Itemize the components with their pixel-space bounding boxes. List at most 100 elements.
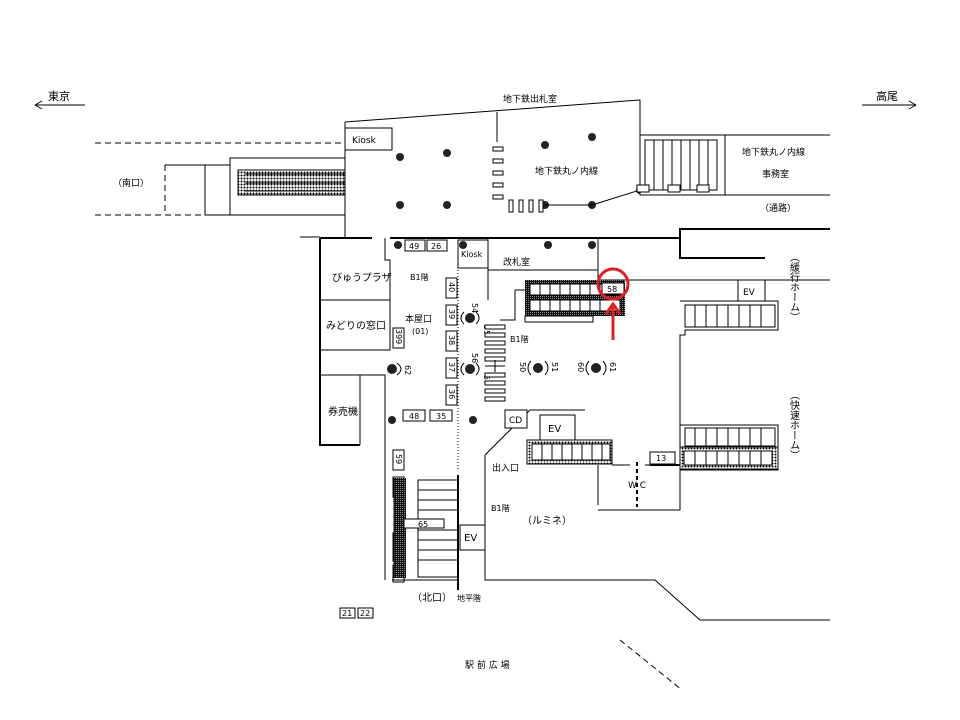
map-shape <box>484 396 506 402</box>
marunouchi-office: 地下鉄丸ノ内線 事務室 （通路） <box>636 134 830 214</box>
map-shape <box>484 372 506 378</box>
map-shape <box>484 348 506 354</box>
map-shape <box>459 524 486 551</box>
subway-gates <box>492 146 641 213</box>
map-label: 54 <box>470 303 479 313</box>
map-shape <box>445 384 458 406</box>
map-label: W C <box>628 481 646 491</box>
map-shape <box>484 380 506 386</box>
view-plaza-label: びゅうプラザ <box>332 272 392 284</box>
map-label: 51 <box>550 362 559 372</box>
map-label: 55 <box>482 325 491 335</box>
map-shape <box>426 239 448 252</box>
midori-label: みどりの窓口 <box>326 319 386 332</box>
map-shape <box>394 241 402 249</box>
map-shape <box>597 464 650 505</box>
map-label: B1階 <box>491 503 510 513</box>
ad-35: 35 <box>429 409 453 422</box>
map-shape <box>684 427 776 447</box>
map-label: 13 <box>656 454 666 463</box>
map-label: 62 <box>403 365 412 375</box>
map-shape <box>619 639 683 691</box>
ad-21: 21 <box>339 607 356 619</box>
map-shape <box>667 184 681 193</box>
pillars <box>396 133 644 209</box>
map-shape <box>484 340 506 346</box>
map-shape <box>588 133 596 141</box>
direction-takao: 高尾 <box>862 89 917 110</box>
map-shape <box>487 237 830 300</box>
map-label: （ルミネ） <box>522 515 572 527</box>
camera-62: 62 <box>387 362 412 376</box>
map-label: （北口） <box>412 592 452 604</box>
map-shape <box>588 241 596 249</box>
map-shape <box>539 414 576 441</box>
map-shape <box>245 173 345 192</box>
map-label: B1階 <box>510 334 529 344</box>
map-shape <box>529 299 621 312</box>
map-label: （通路） <box>760 202 796 214</box>
map-shape <box>541 444 603 460</box>
map-shape <box>544 241 552 249</box>
map-label: EV <box>464 533 477 544</box>
map-shape <box>392 327 405 349</box>
ad-39: 39 <box>445 304 458 326</box>
map-shape <box>396 201 404 209</box>
map-label: 東京 <box>48 89 70 103</box>
map-shape <box>320 238 391 445</box>
map-label: 出入口 <box>492 462 519 474</box>
map-label: 本屋口 <box>405 313 432 325</box>
map-label: 60 <box>576 362 585 372</box>
ad-36: 36 <box>445 384 458 406</box>
map-shape <box>319 238 360 446</box>
map-shape <box>484 324 506 402</box>
map-shape <box>492 194 504 200</box>
map-shape <box>484 332 506 338</box>
map-label: 21 <box>342 609 352 618</box>
ad-38: 38 <box>445 330 458 352</box>
direction-tokyo: 東京 <box>34 89 85 110</box>
map-shape <box>418 489 458 561</box>
map-shape <box>541 141 549 149</box>
map-label: 37 <box>447 362 456 372</box>
map-shape <box>531 443 611 461</box>
map-shape <box>429 409 453 422</box>
arrow-left-icon <box>34 100 85 110</box>
map-shape <box>653 140 709 190</box>
map-label: EV <box>548 424 561 435</box>
map-label: 22 <box>360 609 370 618</box>
map-shape <box>394 478 406 578</box>
map-label: （快速ホーム） <box>788 390 800 460</box>
map-shape <box>339 607 356 619</box>
map-shape <box>445 330 458 352</box>
north-exit: 65 EV （北口） 地平階 駅 前 広 場 <box>384 445 510 671</box>
map-shape <box>585 360 607 376</box>
map-shape <box>484 388 506 394</box>
map-label: 59 <box>394 454 403 464</box>
map-shape <box>357 607 374 619</box>
map-shape <box>492 158 504 164</box>
map-shape <box>245 173 345 192</box>
map-shape <box>492 146 504 152</box>
map-shape <box>484 324 506 330</box>
camera-50-51: 50 51 <box>518 360 559 376</box>
map-shape <box>601 282 625 295</box>
camera-54-55: 54 55 <box>460 303 491 335</box>
map-shape <box>396 153 404 161</box>
ad-40: 40 <box>445 277 458 299</box>
map-label: 61 <box>608 362 617 372</box>
map-shape <box>404 239 426 252</box>
map-label: (01) <box>412 327 428 336</box>
map-label: 38 <box>447 335 456 345</box>
ad-58-highlighted: 58 <box>601 282 625 295</box>
map-label: 高尾 <box>876 89 898 103</box>
map-shape <box>388 416 396 424</box>
map-shape <box>392 449 405 471</box>
map-shape <box>445 357 458 379</box>
map-shape <box>528 199 534 213</box>
map-shape <box>524 315 594 323</box>
map-label: 50 <box>518 362 527 372</box>
ad-26: 26 <box>426 239 448 252</box>
map-label: 35 <box>436 412 446 421</box>
